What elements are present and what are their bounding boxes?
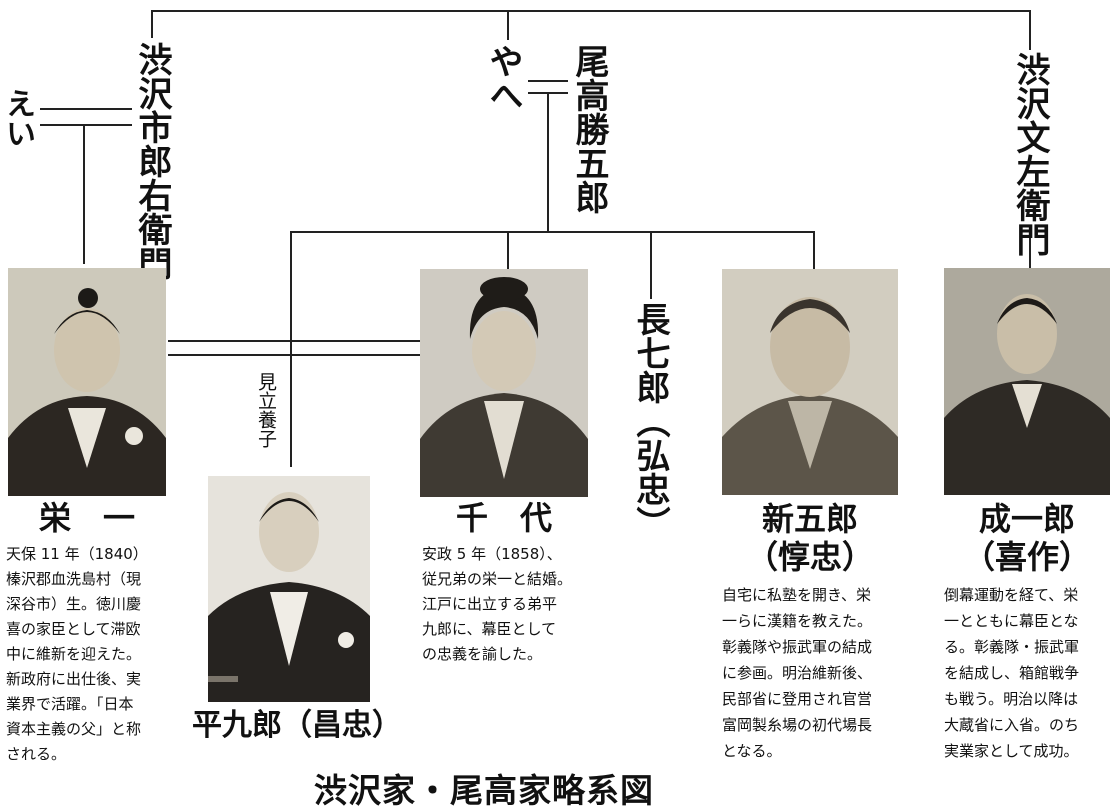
- bio-line: も戦う。明治以降は: [944, 690, 1079, 708]
- bio-line: に参画。明治維新後、: [722, 664, 873, 682]
- line-to-choshichiro: [650, 231, 652, 299]
- bio-chiyo: 安政 5 年（1858）、 従兄弟の栄一と結婚。 江戸に出立する弟平 九郎に、幕…: [422, 542, 598, 667]
- portrait-shingoro: [722, 269, 898, 495]
- top-horizontal-line: [151, 10, 1031, 12]
- bio-line: 富岡製糸場の初代場長: [722, 716, 873, 734]
- bio-line: 榛沢郡血洗島村（現: [6, 570, 142, 588]
- bio-line: る。彰義隊・振武軍: [944, 638, 1080, 656]
- portrait-seiichiro: [944, 268, 1110, 495]
- line-to-eiichi: [83, 124, 85, 264]
- line-to-heikuro: [290, 231, 292, 467]
- portrait-chiyo: [420, 269, 588, 497]
- marriage-line-yahe-odaka-1: [528, 80, 568, 82]
- bio-line: 天保 11 年（1840）: [6, 545, 148, 563]
- bio-line: となる。: [722, 742, 782, 760]
- name-heikuro: 平九郎（昌忠）: [192, 708, 402, 743]
- line-to-chiyo: [507, 231, 509, 269]
- name-eiichi: 栄 一: [38, 499, 135, 537]
- bio-line: を結成し、箱館戦争: [944, 664, 1080, 682]
- line-to-seiichiro: [1029, 228, 1031, 268]
- bio-eiichi: 天保 11 年（1840） 榛沢郡血洗島村（現 深谷市）生。徳川慶 喜の家臣とし…: [6, 542, 166, 767]
- bio-seiichiro: 倒幕運動を経て、栄 一とともに幕臣とな る。彰義隊・振武軍 を結成し、箱館戦争 …: [944, 582, 1112, 764]
- bio-line: 倒幕運動を経て、栄: [944, 586, 1079, 604]
- odaka-children-horizontal-line: [290, 231, 814, 233]
- marriage-line-ei-ichiroemon-1: [40, 108, 132, 110]
- line-to-ichiroemon: [151, 10, 153, 38]
- bio-line: 一らに漢籍を教えた。: [722, 612, 873, 630]
- bio-line: 江戸に出立する弟平: [422, 595, 558, 613]
- marriage-line-ei-ichiroemon-2: [40, 124, 132, 126]
- bio-line: の忠義を諭した。: [422, 645, 543, 663]
- label-adoption: 見立養子: [255, 372, 277, 448]
- bio-line: 従兄弟の栄一と結婚。: [422, 570, 573, 588]
- portrait-eiichi: [8, 268, 166, 496]
- bio-line: 九郎に、幕臣として: [422, 620, 557, 638]
- bio-line: 一とともに幕臣とな: [944, 612, 1079, 630]
- name-seiichiro: 成一郎 （喜作）: [938, 500, 1114, 576]
- label-ichiroemon: 渋沢市郎右衛門: [132, 42, 172, 280]
- bio-line: 業界で活躍。「日本: [6, 695, 134, 713]
- line-to-bunzaemon: [1029, 10, 1031, 50]
- bio-line: 喜の家臣として滞欧: [6, 620, 141, 638]
- label-ei: えい: [0, 88, 35, 148]
- label-yahe: やへ: [483, 44, 523, 112]
- name-shingoro-line-2: （惇忠）: [745, 538, 874, 576]
- bio-line: 民部省に登用され官営: [722, 690, 873, 708]
- label-odaka-katsugoro: 尾高勝五郎: [569, 44, 609, 214]
- bio-line: 彰義隊や振武軍の結成: [722, 638, 873, 656]
- bio-line: 深谷市）生。徳川慶: [6, 595, 142, 613]
- portrait-heikuro: [208, 476, 370, 702]
- marriage-line-eiichi-chiyo-1: [168, 340, 420, 342]
- diagram-title: 渋沢家・尾高家略系図: [314, 771, 654, 810]
- label-choshichiro: 長七郎（弘忠）: [630, 302, 670, 540]
- name-shingoro-line-1: 新五郎: [761, 500, 858, 538]
- label-bunzaemon: 渋沢文左衛門: [1010, 52, 1050, 256]
- line-to-yahe: [507, 10, 509, 40]
- bio-line: 資本主義の父」と称: [6, 720, 142, 738]
- name-seiichiro-line-1: 成一郎: [978, 500, 1075, 538]
- bio-line: 自宅に私塾を開き、栄: [722, 586, 871, 604]
- bio-line: される。: [6, 745, 67, 763]
- name-seiichiro-line-2: （喜作）: [962, 538, 1091, 576]
- line-to-shingoro: [813, 231, 815, 269]
- bio-line: 新政府に出仕後、実: [6, 670, 142, 688]
- bio-line: 実業家として成功。: [944, 742, 1079, 760]
- bio-line: 大蔵省に入省。のち: [944, 716, 1080, 734]
- bio-line: 中に維新を迎えた。: [6, 645, 142, 663]
- name-shingoro: 新五郎 （惇忠）: [716, 500, 904, 576]
- name-chiyo: 千 代: [455, 499, 552, 537]
- line-to-odaka-children: [547, 92, 549, 232]
- marriage-line-eiichi-chiyo-2: [168, 354, 420, 356]
- bio-shingoro: 自宅に私塾を開き、栄 一らに漢籍を教えた。 彰義隊や振武軍の結成 に参画。明治維…: [722, 582, 906, 764]
- bio-line: 安政 5 年（1858）、: [422, 545, 562, 563]
